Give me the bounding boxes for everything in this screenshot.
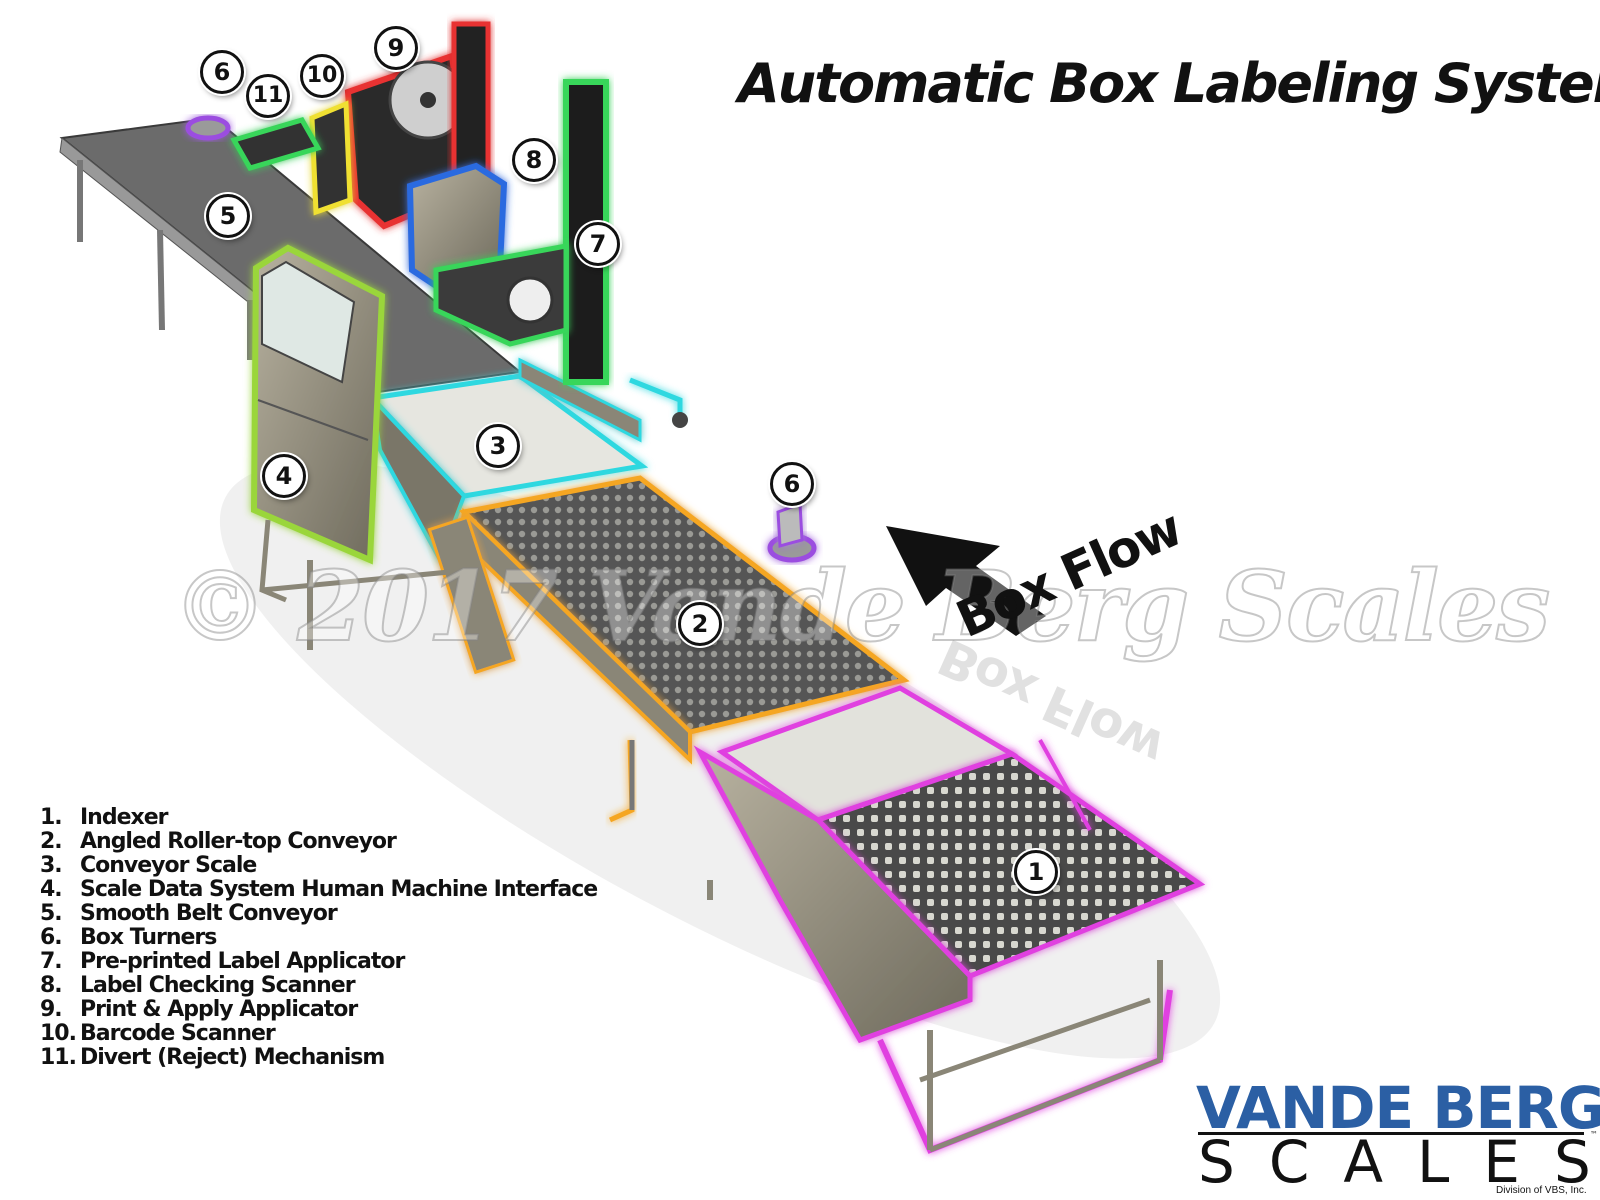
legend-item: 9.Print & Apply Applicator <box>40 997 358 1022</box>
callout-6-lower: 6 <box>770 462 814 506</box>
legend-item: 2.Angled Roller-top Conveyor <box>40 829 397 854</box>
callout-7: 7 <box>576 222 620 266</box>
callout-8: 8 <box>512 138 556 182</box>
callout-4: 4 <box>262 454 306 498</box>
callout-10: 10 <box>300 54 344 98</box>
box-flow-arrow <box>886 526 1046 636</box>
legend-item: 7.Pre-printed Label Applicator <box>40 949 405 974</box>
callout-2: 2 <box>678 602 722 646</box>
callout-9: 9 <box>374 26 418 70</box>
conveyor-scale <box>366 357 649 565</box>
box-turner-lower <box>767 501 817 563</box>
legend-item: 6.Box Turners <box>40 925 217 950</box>
box-turner-upper <box>185 115 231 141</box>
callout-6-upper: 6 <box>200 50 244 94</box>
copyright-watermark: © 2017 Vande Berg Scales <box>171 549 1551 664</box>
logo-trademark: ™ <box>1590 1130 1598 1139</box>
legend-item: 11.Divert (Reject) Mechanism <box>40 1045 385 1070</box>
logo-vande-berg: VANDE BERG <box>1196 1074 1600 1142</box>
angled-roller-top-conveyor <box>427 475 910 823</box>
logo-scales: SCALES <box>1198 1128 1600 1196</box>
legend-item: 1.Indexer <box>40 805 168 830</box>
logo-divider <box>1198 1132 1584 1135</box>
indexer <box>693 685 1206 1154</box>
legend-item: 10.Barcode Scanner <box>40 1021 276 1046</box>
legend-item: 8.Label Checking Scanner <box>40 973 356 998</box>
callout-1: 1 <box>1014 850 1058 894</box>
page-title: Automatic Box Labeling System <box>738 52 1600 115</box>
legend-item: 5.Smooth Belt Conveyor <box>40 901 338 926</box>
callout-3: 3 <box>476 424 520 468</box>
barcode-scanner <box>309 100 353 216</box>
component-legend: 1.Indexer 2.Angled Roller-top Conveyor 3… <box>40 805 598 1070</box>
callout-11: 11 <box>246 74 290 118</box>
legend-item: 4.Scale Data System Human Machine Interf… <box>40 877 598 902</box>
logo-division-text: Division of VBS, Inc. <box>1496 1185 1587 1196</box>
legend-item: 3.Conveyor Scale <box>40 853 257 878</box>
callout-5: 5 <box>206 194 250 238</box>
divert-mechanism <box>230 117 322 171</box>
